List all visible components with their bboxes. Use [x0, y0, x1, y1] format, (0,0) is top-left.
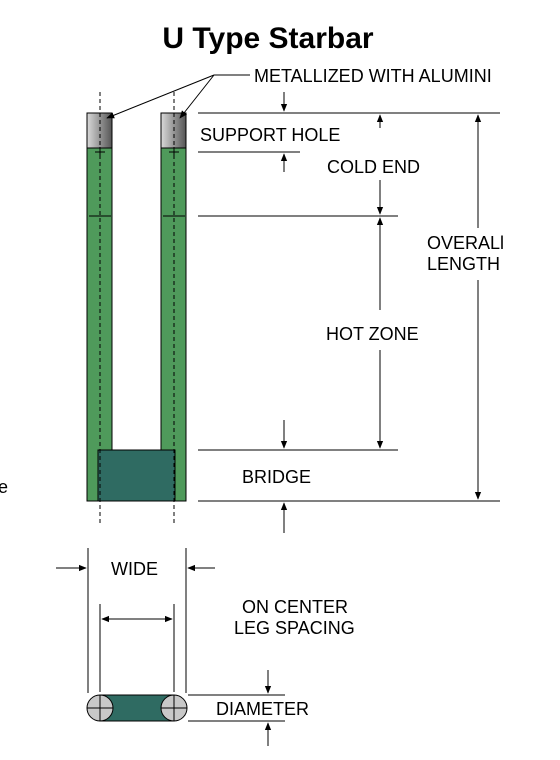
diameter-label: DIAMETER: [216, 699, 309, 719]
metallized-label: METALLIZED WITH ALUMINI: [254, 66, 492, 86]
overall-label-line1: OVERALl: [427, 233, 504, 253]
cross-section: [86, 694, 188, 722]
on-center-label-line2: LEG SPACING: [234, 618, 355, 638]
metallized-leaders: [106, 74, 250, 119]
wide-label: WIDE: [111, 559, 158, 579]
u-bar-element: [86, 92, 187, 525]
bridge-label: BRIDGE: [242, 467, 311, 487]
edge-fragment-text: e: [0, 477, 8, 497]
diagram-title: U Type Starbar: [162, 22, 373, 55]
hot-zone-label: HOT ZONE: [326, 324, 419, 344]
overall-label-line2: LENGTH: [427, 254, 500, 274]
cold-end-label: COLD END: [327, 157, 420, 177]
support-hole-label: SUPPORT HOLE: [200, 125, 340, 145]
bridge-block: [97, 449, 176, 502]
on-center-label-line1: ON CENTER: [242, 597, 348, 617]
